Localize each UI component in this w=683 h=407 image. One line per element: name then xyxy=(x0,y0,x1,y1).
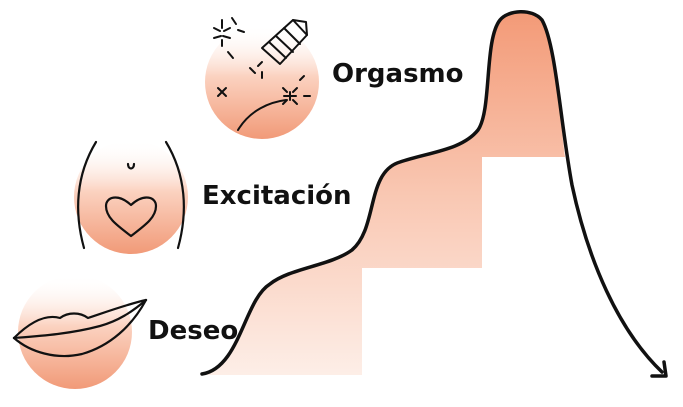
excitacion-orb xyxy=(74,140,188,254)
stage-label-deseo: Deseo xyxy=(148,316,239,346)
response-curve xyxy=(200,10,664,376)
curve-arrowhead xyxy=(650,360,668,378)
lips-icon xyxy=(12,298,148,358)
stage-label-orgasmo: Orgasmo xyxy=(332,59,464,89)
fireworks-icon xyxy=(213,17,311,131)
stage-label-excitacion: Excitación xyxy=(202,181,352,211)
belly-heart-icon xyxy=(77,140,185,250)
